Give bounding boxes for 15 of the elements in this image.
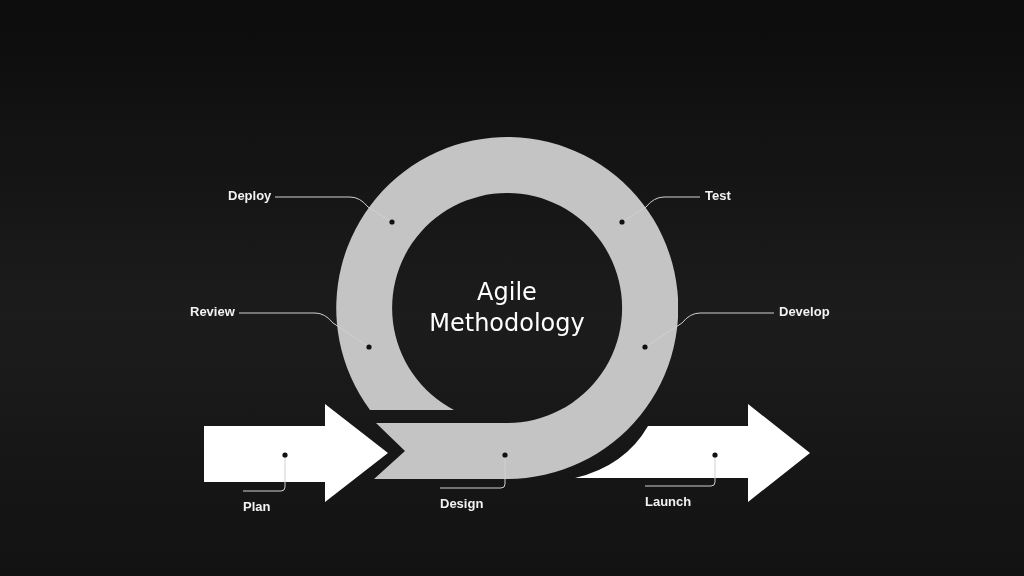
leader-line xyxy=(644,452,718,487)
stage-label: Design xyxy=(440,496,484,512)
stage-label: Develop xyxy=(779,304,830,320)
leader-line xyxy=(642,312,775,350)
center-title: Agile Methodology xyxy=(428,277,586,339)
leader-line xyxy=(242,452,288,492)
stage-label: Launch xyxy=(645,494,692,510)
leader-line xyxy=(439,452,508,489)
stage-label: Review xyxy=(190,304,235,320)
stage-label: Plan xyxy=(243,499,271,515)
leader-line xyxy=(619,196,701,225)
stage-label: Deploy xyxy=(228,188,272,204)
leader-line xyxy=(274,196,395,225)
stage-label: Test xyxy=(705,188,731,204)
leader-line xyxy=(238,312,372,350)
